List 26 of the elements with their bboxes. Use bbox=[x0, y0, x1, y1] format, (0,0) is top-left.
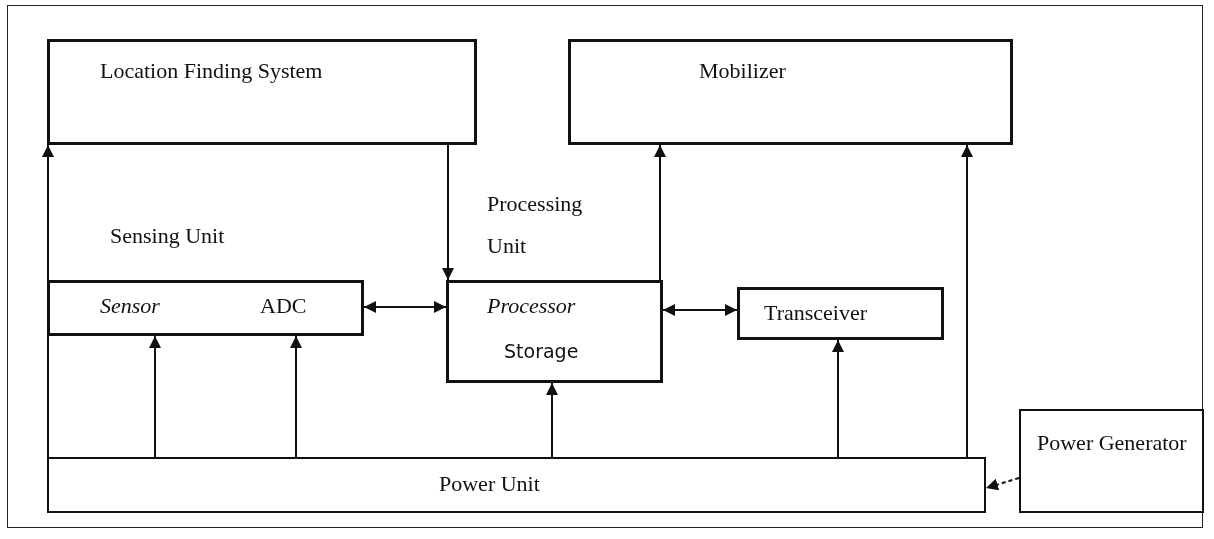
node-label: Mobilizer bbox=[699, 58, 786, 84]
node-label: Processor bbox=[487, 293, 576, 319]
unit-box bbox=[1019, 409, 1204, 513]
system-box bbox=[47, 39, 477, 145]
arrow bbox=[654, 144, 666, 281]
arrow bbox=[546, 382, 558, 458]
node-label: Power Generator bbox=[1037, 429, 1187, 457]
node-label: Storage bbox=[504, 339, 579, 364]
arrow bbox=[363, 301, 447, 313]
arrow bbox=[290, 335, 302, 458]
arrow bbox=[149, 335, 161, 458]
unit-box bbox=[47, 457, 986, 513]
unit-heading: Sensing Unit bbox=[110, 223, 225, 249]
arrow bbox=[832, 339, 844, 458]
arrow bbox=[442, 144, 454, 281]
arrow bbox=[961, 144, 973, 458]
arrow bbox=[662, 304, 738, 316]
system-box bbox=[568, 39, 1013, 145]
node-label: ADC bbox=[260, 293, 307, 319]
node-label: Location Finding System bbox=[100, 58, 323, 84]
unit-heading: Processing Unit bbox=[487, 190, 584, 260]
node-label: Sensor bbox=[100, 293, 160, 319]
arrow bbox=[985, 477, 1020, 491]
unit-box bbox=[737, 287, 944, 340]
node-label: Transceiver bbox=[764, 300, 868, 326]
node-label: Power Unit bbox=[439, 471, 540, 497]
